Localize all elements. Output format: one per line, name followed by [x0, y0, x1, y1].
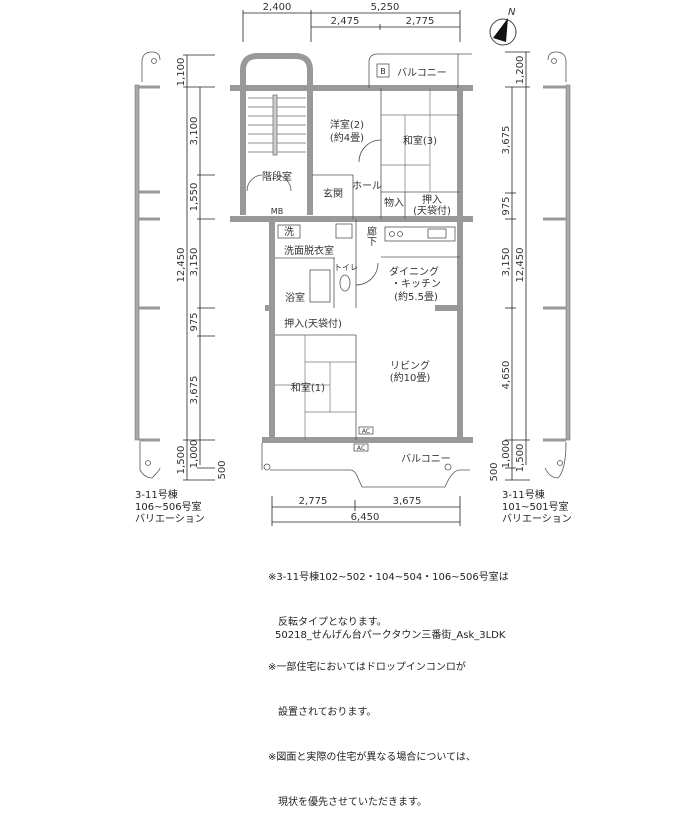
note-line: ※図面と実際の住宅が異なる場合については、 [268, 752, 476, 763]
dim-left-8: 1,500 [176, 446, 187, 475]
dim-left-2: 3,100 [189, 117, 200, 146]
label-toilet: トイレ [334, 263, 358, 272]
caption-left-line: バリエーション [135, 514, 205, 525]
label-japanese-room-3: 和室(3) [403, 134, 437, 147]
label-closet: 押入 [422, 193, 442, 206]
floor-plan: 2,400 5,250 2,475 2,775 N 1,100 3,100 1,… [134, 2, 571, 526]
dim-right-3: 975 [501, 196, 512, 215]
dim-top-1: 2,400 [263, 2, 292, 13]
dim-right-6: 1,000 [501, 440, 512, 469]
dim-top-3: 2,475 [331, 16, 360, 27]
label-western-room-2-size: (約4畳) [330, 131, 364, 144]
label-corridor: 廊下 [365, 225, 377, 247]
note-line: ※3-11号棟102~502・104~504・106~506号室は [268, 572, 509, 583]
label-mb: MB [271, 207, 283, 216]
caption-right: 3-11号棟 101~501号室 バリエーション [502, 490, 572, 526]
label-storage: 物入 [384, 196, 404, 209]
label-western-room-2: 洋室(2) [330, 118, 364, 131]
dim-left-total: 12,450 [176, 248, 187, 283]
label-bathroom: 浴室 [285, 291, 305, 304]
notes: ※3-11号棟102~502・104~504・106~506号室は 反転タイプと… [268, 540, 509, 825]
dim-left-5: 975 [189, 312, 200, 331]
caption-right-line: 3-11号棟 [502, 490, 545, 501]
label-living: リビング [390, 359, 430, 372]
dim-right-7: 1,500 [515, 444, 526, 473]
left-dimensions: 1,100 3,100 1,550 3,150 975 3,675 1,000 … [176, 54, 228, 481]
dim-left-3: 1,550 [189, 183, 200, 212]
dim-right-2: 3,675 [501, 126, 512, 155]
label-balcony-bottom: バルコニー [401, 453, 451, 465]
dim-right-1: 1,200 [515, 56, 526, 85]
note-line: ※一部住宅においてはドロップインコンロが [268, 662, 466, 673]
compass-label: N [508, 7, 516, 18]
label-closet-sub: (天袋付) [413, 204, 451, 217]
right-variation-plan [543, 51, 571, 479]
main-plan [230, 53, 473, 488]
dim-left-4: 3,150 [189, 248, 200, 277]
dim-right-total: 12,450 [515, 248, 526, 283]
label-dining-size: (約5.5畳) [394, 290, 438, 303]
room-labels: 洋室(2) (約4畳) 和室(3) 階段室 玄関 ホール 物入 押入 (天袋付)… [262, 67, 451, 465]
label-ac-outdoor: AC [357, 445, 365, 452]
bottom-dimensions: 2,775 3,675 6,450 [271, 496, 461, 526]
caption-right-line: 101~501号室 [502, 502, 569, 513]
label-stairwell: 階段室 [262, 170, 292, 183]
label-hall: ホール [352, 180, 382, 192]
label-ac-indoor: AC [362, 428, 370, 435]
dim-bottom-total: 6,450 [351, 512, 380, 523]
left-variation-plan [134, 51, 161, 479]
dim-top-4: 2,775 [406, 16, 435, 27]
label-kitchen: ・キッチン [391, 278, 441, 290]
dim-top-2: 5,250 [371, 2, 400, 13]
dim-left-1: 1,100 [176, 58, 187, 87]
dim-right-8: 500 [489, 462, 500, 481]
right-dimensions: 1,200 3,675 975 3,150 4,650 1,000 12,450… [489, 51, 530, 482]
caption-right-line: バリエーション [502, 514, 572, 525]
note-line: 現状を優先させていただきます。 [268, 797, 427, 808]
label-closet-2: 押入(天袋付) [284, 317, 342, 330]
footer-caption: 50218_せんげん台パークタウン三番街_Ask_3LDK [275, 630, 506, 641]
caption-left-line: 106~506号室 [135, 502, 202, 513]
dim-left-9: 500 [217, 460, 228, 479]
caption-left: 3-11号棟 106~506号室 バリエーション [135, 490, 205, 526]
note-line: 設置されております。 [268, 707, 377, 718]
label-washroom: 洗面脱衣室 [284, 244, 334, 257]
label-dining: ダイニング [389, 265, 439, 278]
dim-bottom-1: 2,775 [299, 496, 328, 507]
label-entrance: 玄関 [323, 187, 343, 200]
label-japanese-room-1: 和室(1) [291, 381, 325, 394]
caption-left-line: 3-11号棟 [135, 490, 178, 501]
dim-left-6: 3,675 [189, 376, 200, 405]
label-living-size: (約10畳) [390, 371, 431, 384]
dim-bottom-2: 3,675 [393, 496, 422, 507]
dim-right-4: 3,150 [501, 248, 512, 277]
north-compass-icon: N [489, 7, 517, 46]
label-boiler: B [380, 67, 386, 76]
top-dimensions: 2,400 5,250 2,475 2,775 [242, 2, 461, 42]
dim-right-5: 4,650 [501, 361, 512, 390]
label-balcony-top: バルコニー [397, 67, 447, 79]
note-line: 反転タイプとなります。 [268, 617, 387, 628]
label-washer: 洗 [284, 226, 294, 238]
dim-left-7: 1,000 [189, 440, 200, 469]
